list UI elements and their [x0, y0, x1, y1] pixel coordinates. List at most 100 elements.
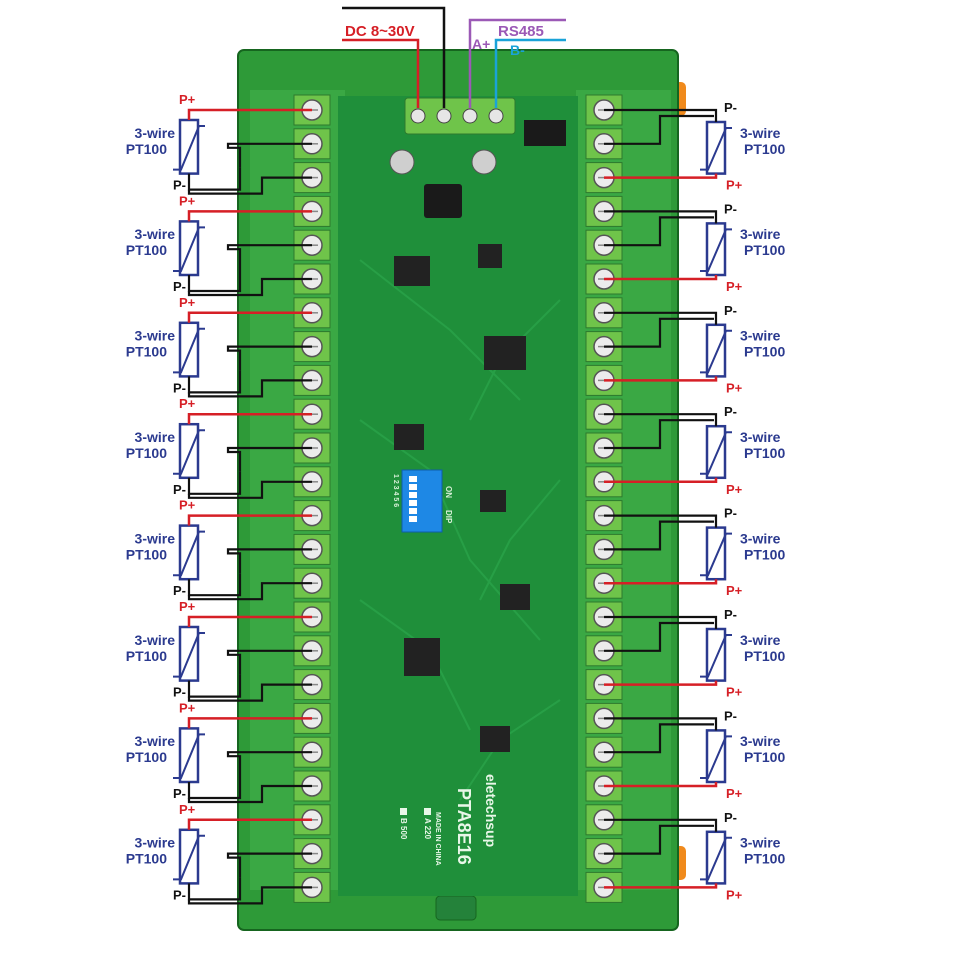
p-plus-label: P+	[179, 599, 196, 614]
terminal-screw[interactable]	[436, 108, 452, 124]
thermistor-slash	[700, 228, 732, 272]
p-minus-wire	[187, 480, 312, 499]
sensor-label-line1: 3-wire	[740, 530, 781, 546]
p-minus-label: P-	[724, 303, 737, 318]
terminal-screw[interactable]	[488, 108, 504, 124]
rs485-a-label: A+	[472, 36, 490, 52]
board-brand: eletechsup	[483, 774, 499, 847]
p-plus-wire	[187, 615, 312, 627]
p-plus-wire	[187, 311, 312, 323]
terminal-screw[interactable]	[462, 108, 478, 124]
p-plus-label: P+	[179, 295, 196, 310]
sensor-label-line2: PT100	[744, 141, 785, 157]
p-minus-wire	[187, 886, 312, 905]
p-minus-wire	[187, 674, 242, 698]
thermistor-slash	[700, 735, 732, 779]
p-plus-label: P+	[726, 380, 743, 395]
p-plus-wire	[604, 173, 718, 179]
p-plus-label: P+	[726, 178, 743, 193]
p-plus-wire	[604, 680, 718, 686]
board-option-b: B 500	[399, 818, 408, 840]
p-minus-label: P-	[173, 685, 186, 700]
p-minus-wire	[604, 514, 718, 528]
pt100-symbol	[700, 323, 732, 378]
p-minus-wire	[604, 520, 714, 551]
p-plus-wire	[187, 210, 312, 222]
sensor-label-line1: 3-wire	[740, 632, 781, 648]
dip-switch[interactable]	[401, 469, 443, 533]
sensor-label-line1: 3-wire	[740, 835, 781, 851]
p-minus-wire	[226, 751, 312, 776]
rs485-b-wire	[494, 38, 566, 108]
sensor-label-line2: PT100	[744, 445, 785, 461]
terminal-screw[interactable]	[410, 108, 426, 124]
thermistor-slash	[173, 226, 205, 272]
p-minus-wire	[226, 244, 312, 269]
board-model: PTA8E16	[454, 788, 474, 865]
thermistor-slash	[700, 127, 732, 171]
p-minus-wire	[187, 277, 312, 297]
p-minus-wire	[604, 413, 718, 427]
option-a-box	[424, 808, 431, 815]
p-minus-wire	[604, 419, 714, 450]
p-plus-label: P+	[179, 396, 196, 411]
p-minus-wire	[187, 471, 242, 495]
sensor-label-line2: PT100	[126, 445, 167, 461]
capacitor	[389, 149, 415, 175]
p-plus-wire	[604, 883, 718, 889]
p-plus-label: P+	[726, 786, 743, 801]
sensor-label-line1: 3-wire	[740, 125, 781, 141]
p-minus-wire	[187, 877, 242, 901]
pt100-symbol	[173, 625, 205, 682]
p-minus-wire	[226, 446, 312, 472]
p-minus-wire	[604, 818, 718, 832]
pt100-sensors: P+P-3-wirePT100P+P-3-wirePT100P+P-3-wire…	[126, 92, 785, 905]
p-plus-label: P+	[726, 583, 743, 598]
mount-tab	[435, 895, 477, 921]
top-terminal-screws	[410, 108, 504, 124]
sensor-label-line1: 3-wire	[135, 429, 176, 445]
p-minus-wire	[187, 370, 242, 394]
pt100-symbol	[700, 729, 732, 784]
p-plus-wire	[187, 717, 312, 729]
chip	[484, 336, 526, 370]
top-wires	[342, 6, 566, 108]
pt100-symbol	[173, 118, 205, 175]
sensor-label-line2: PT100	[744, 242, 785, 258]
dip-numbers: 1 2 3 4 5 6	[392, 474, 399, 507]
p-minus-label: P-	[724, 201, 737, 216]
p-minus-label: P-	[724, 607, 737, 622]
p-plus-wire	[187, 412, 312, 425]
top-terminal-block	[404, 97, 516, 135]
p-plus-label: P+	[726, 887, 743, 902]
p-plus-label: P+	[726, 279, 743, 294]
p-plus-wire	[187, 514, 312, 526]
rs485-label: RS485	[498, 23, 544, 40]
chip	[478, 244, 502, 268]
thermistor-slash	[700, 836, 732, 881]
p-minus-label: P-	[173, 583, 186, 598]
sensor-label-line2: PT100	[744, 851, 785, 867]
sensor-label-line1: 3-wire	[135, 328, 176, 344]
p-minus-wire	[187, 269, 242, 293]
p-minus-wire	[604, 114, 714, 145]
chip	[404, 638, 440, 676]
p-minus-label: P-	[724, 100, 737, 115]
p-minus-wire	[187, 683, 312, 702]
sensor-label-line1: 3-wire	[135, 632, 176, 648]
pt100-symbol	[700, 526, 732, 581]
p-plus-wire	[604, 376, 718, 382]
sensor-label-line2: PT100	[126, 141, 167, 157]
